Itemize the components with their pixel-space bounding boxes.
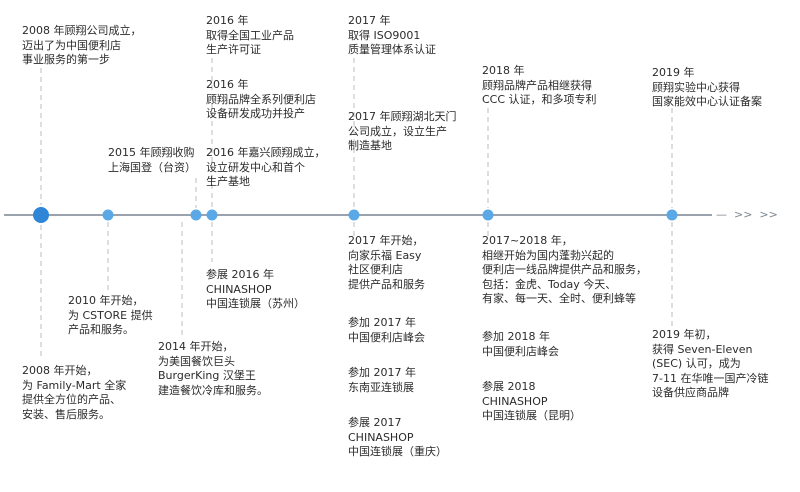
milestone-2019-lab: 2019 年 顾翔实验中心获得 国家能效中心认证备案	[652, 66, 762, 108]
milestone-2016-license: 2016 年 取得全国工业产品 生产许可证	[206, 14, 294, 56]
milestone-2016-jiaxing: 2016 年嘉兴顾翔成立， 设立研发中心和首个 生产基地	[206, 146, 326, 188]
milestone-2008-founded: 2008 年顾翔公司成立， 迈出了为中国便利店 事业服务的第一步	[22, 24, 142, 66]
milestone-2017-easy: 2017 年开始， 向家乐福 Easy 社区便利店 提供产品和服务	[348, 234, 425, 291]
milestone-2008-family-mart: 2008 年开始， 为 Family-Mart 全家 提供全方位的产品、 安装、…	[22, 364, 127, 421]
timeline-node	[348, 209, 360, 221]
timeline-node	[102, 209, 114, 221]
milestone-2018-chinashop: 参展 2018 CHINASHOP 中国连锁展（昆明）	[482, 380, 581, 422]
axis-end-arrows: — >> >>	[716, 208, 778, 221]
timeline-node-major	[33, 207, 49, 223]
milestone-2015-acquisition: 2015 年顾翔收购 上海国登（台资）	[108, 146, 196, 174]
milestone-2017-2018-brands: 2017~2018 年， 相继开始为国内蓬勃兴起的 便利店一线品牌提供产品和服务…	[482, 234, 647, 305]
milestone-2017-sea: 参加 2017 年 东南亚连锁展	[348, 366, 416, 394]
timeline-node	[666, 209, 678, 221]
timeline-node	[206, 209, 218, 221]
milestone-2017-chinashop: 参展 2017 CHINASHOP 中国连锁展（重庆）	[348, 416, 447, 458]
milestone-2016-full-series: 2016 年 顾翔品牌全系列便利店 设备研发成功并投产	[206, 78, 316, 120]
timeline-node	[190, 209, 202, 221]
milestone-2018-ccc: 2018 年 顾翔品牌产品相继获得 CCC 认证，和多项专利	[482, 64, 597, 106]
timeline-node	[482, 209, 494, 221]
milestone-2019-seven-eleven: 2019 年初， 获得 Seven-Eleven (SEC) 认可，成为 7-1…	[652, 328, 769, 399]
milestone-2016-chinashop: 参展 2016 年 CHINASHOP 中国连锁展（苏州）	[206, 268, 305, 310]
milestone-2010-cstore: 2010 年开始， 为 CSTORE 提供 产品和服务。	[68, 294, 153, 336]
milestone-2017-summit: 参加 2017 年 中国便利店峰会	[348, 316, 425, 344]
milestone-2017-hubei: 2017 年顾翔湖北天门 公司成立，设立生产 制造基地	[348, 110, 457, 152]
milestone-2018-summit: 参加 2018 年 中国便利店峰会	[482, 330, 559, 358]
milestone-2017-iso9001: 2017 年 取得 ISO9001 质量管理体系认证	[348, 14, 436, 56]
milestone-2014-burgerking: 2014 年开始， 为美国餐饮巨头 BurgerKing 汉堡王 建造餐饮冷库和…	[158, 340, 268, 397]
